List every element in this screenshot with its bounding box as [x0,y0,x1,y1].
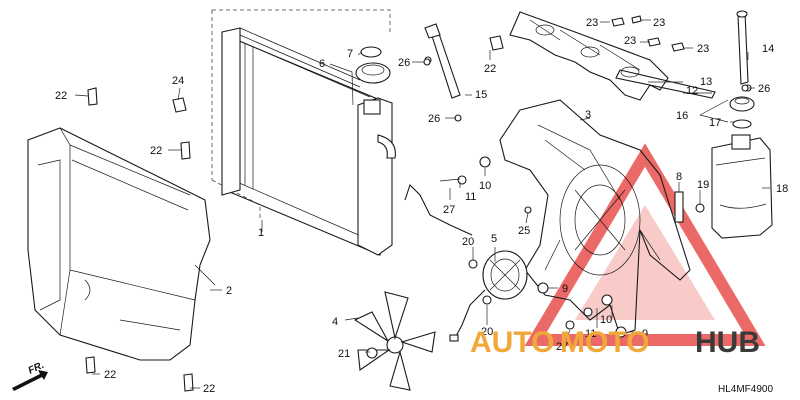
diagram-code: HL4MF4900 [718,384,773,395]
callout-24: 24 [172,75,184,87]
callout-23d: 23 [697,43,709,55]
fan-wire [404,183,473,236]
callout-20a: 20 [462,236,474,248]
watermark-triangle [524,143,766,346]
callout-25: 25 [518,225,530,237]
callout-13: 13 [700,76,712,88]
radiator-shroud [27,127,216,361]
reserve-tank-hose [736,10,749,85]
callout-17: 17 [709,117,721,129]
callout-18: 18 [776,183,788,195]
cooling-fan [353,291,436,391]
leader-lines [74,19,770,389]
watermark-part2: MOTO [560,326,649,359]
callout-4: 4 [332,316,338,328]
callout-10a: 10 [479,180,491,192]
callout-22c: 22 [104,369,116,381]
callout-8: 8 [676,171,682,183]
reserve-tank [711,84,773,239]
callout-27b: 27 [556,341,568,353]
callout-26c: 26 [758,83,770,95]
callout-11b: 11 [585,328,596,340]
callout-27a: 27 [443,204,455,216]
callout-22d: 22 [203,383,215,395]
radiator-assembly [211,9,396,256]
callout-12: 12 [686,85,698,97]
front-direction-arrow: FR. [12,360,48,391]
fan-shroud [499,99,691,336]
callout-11a: 11 [465,191,476,203]
callout-22a: 22 [55,90,67,102]
callout-15: 15 [475,89,487,101]
callout-7: 7 [347,48,353,60]
watermark-text: AUTO MOTO HUB [470,326,760,359]
callout-10b: 10 [600,314,612,326]
callout-26b: 26 [428,113,440,125]
callout-6: 6 [319,58,325,70]
callout-3: 3 [585,109,591,121]
watermark-part3: HUB [695,326,760,359]
callout-23b: 23 [653,17,665,29]
callout-14: 14 [762,43,774,55]
callout-1: 1 [258,227,264,239]
callout-21: 21 [338,348,350,360]
upper-bracket [489,11,716,101]
callout-22b: 22 [150,145,162,157]
callout-2: 2 [226,285,232,297]
callout-20b: 20 [481,326,493,338]
callout-19: 19 [697,179,709,191]
callout-23c: 23 [624,35,636,47]
watermark-part1: AUTO [470,326,554,359]
callout-22e: 22 [484,63,496,75]
callout-16: 16 [676,110,688,122]
fan-motor [449,250,528,342]
callout-26a: 26 [398,57,410,69]
callouts: 1 2 3 4 5 6 7 8 9 9 10 10 11 11 12 13 14… [55,17,788,395]
callout-23a: 23 [586,17,598,29]
callout-5: 5 [491,233,497,245]
callout-9b: 9 [642,328,648,340]
callout-9a: 9 [562,283,568,295]
radiator-cap [355,46,391,84]
